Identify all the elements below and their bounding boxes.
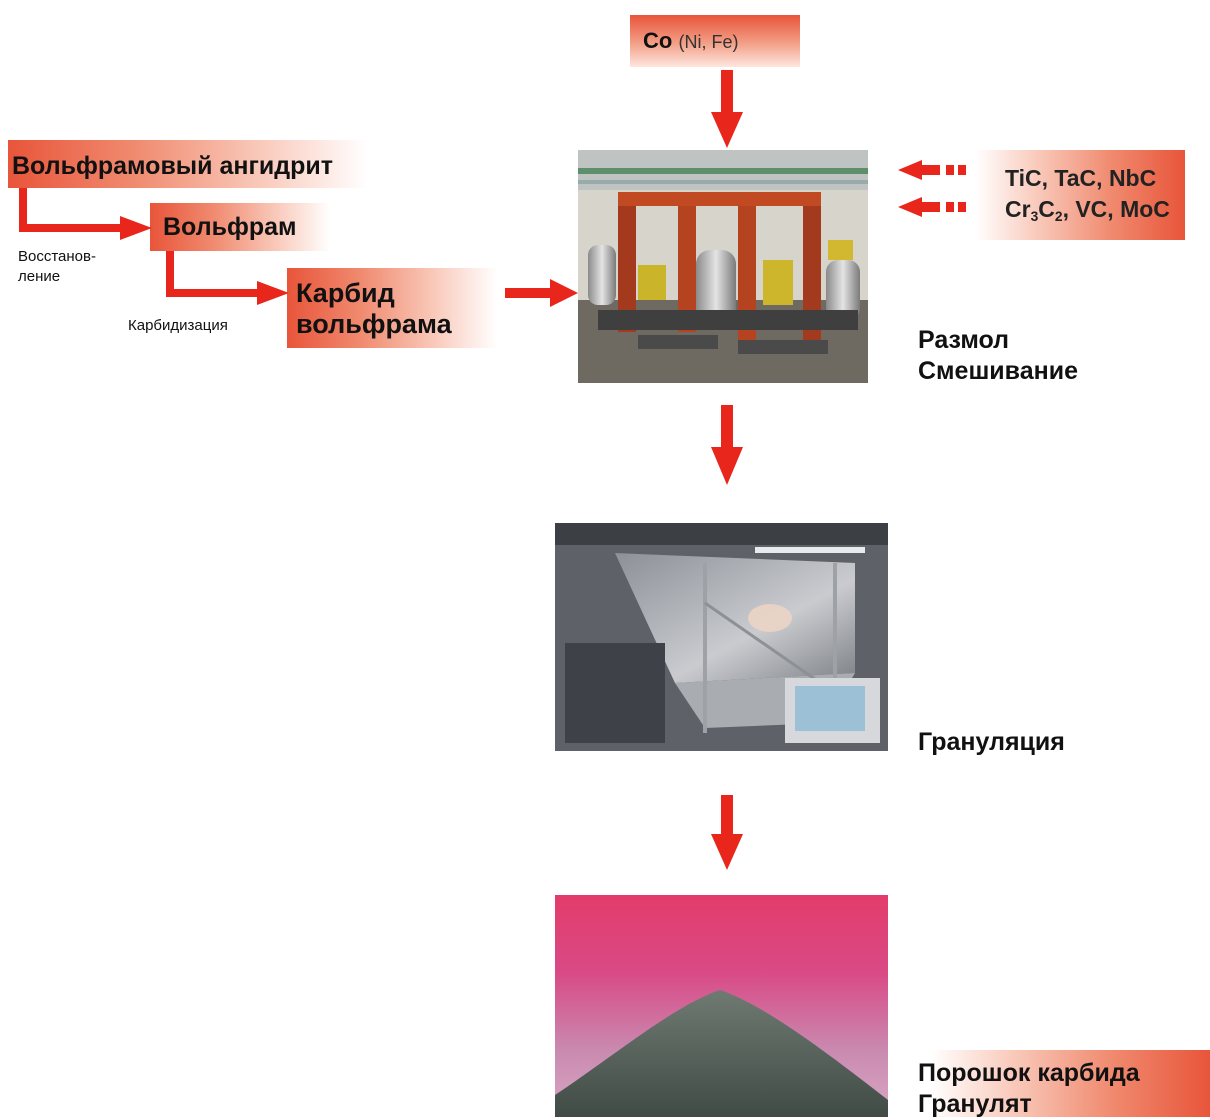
powder-label: Порошок карбида Гранулят <box>918 1058 1140 1120</box>
carbide-box <box>287 268 497 348</box>
additives-arrow-1 <box>898 160 966 180</box>
additives-arrow-2 <box>898 197 966 217</box>
reduction-label-line2: ление <box>18 268 61 285</box>
tungsten-label: Вольфрам <box>163 213 297 241</box>
milling-equipment-illustration <box>578 150 868 383</box>
carbide-label-line2: вольфрама <box>296 309 452 339</box>
tungsten-box <box>150 203 330 251</box>
binder-down-arrow <box>711 70 743 148</box>
carbide-label: Карбид вольфрама <box>296 278 452 340</box>
carbidization-arrow <box>166 251 289 305</box>
powder-label-line1: Порошок карбида <box>918 1059 1140 1087</box>
granulation-down-arrow <box>711 795 743 870</box>
carbidization-label: Карбидизация <box>128 317 228 334</box>
carbide-label-line1: Карбид <box>296 278 395 308</box>
additives-line1: TiC, TaC, NbC <box>1005 165 1157 191</box>
powder-pile-illustration <box>555 990 888 1117</box>
milling-label: Размол Смешивание <box>918 325 1078 387</box>
binder-alt-label: (Ni, Fe) <box>678 32 739 52</box>
powder-label-box <box>930 1050 1210 1117</box>
reduction-label-line1: Восстанов- <box>18 248 96 265</box>
mill-down-arrow <box>711 405 743 485</box>
additives-label: TiC, TaC, NbC Cr3C2, VC, MoC <box>1005 163 1170 232</box>
spray-dryer-illustration <box>555 523 888 751</box>
powder-photo <box>555 895 888 1117</box>
granulation-label: Грануляция <box>918 728 1065 756</box>
milling-photo <box>578 150 868 383</box>
milling-label-line1: Размол <box>918 326 1010 354</box>
additives-box <box>975 150 1185 240</box>
anhydride-box <box>8 140 368 188</box>
additives-line2: Cr3C2, VC, MoC <box>1005 196 1170 225</box>
anhydride-label: Вольфрамовый ангидрит <box>12 152 334 180</box>
reduction-label: Восстанов- ление <box>18 247 96 287</box>
carbide-to-mill-arrow <box>505 279 578 307</box>
powder-label-line2: Гранулят <box>918 1090 1032 1118</box>
reduction-arrow <box>19 188 152 240</box>
granulation-photo <box>555 523 888 751</box>
binder-input-label: Co (Ni, Fe) <box>643 28 738 54</box>
milling-label-line2: Смешивание <box>918 357 1078 385</box>
binder-input-box <box>630 15 800 67</box>
binder-main-label: Co <box>643 28 673 53</box>
